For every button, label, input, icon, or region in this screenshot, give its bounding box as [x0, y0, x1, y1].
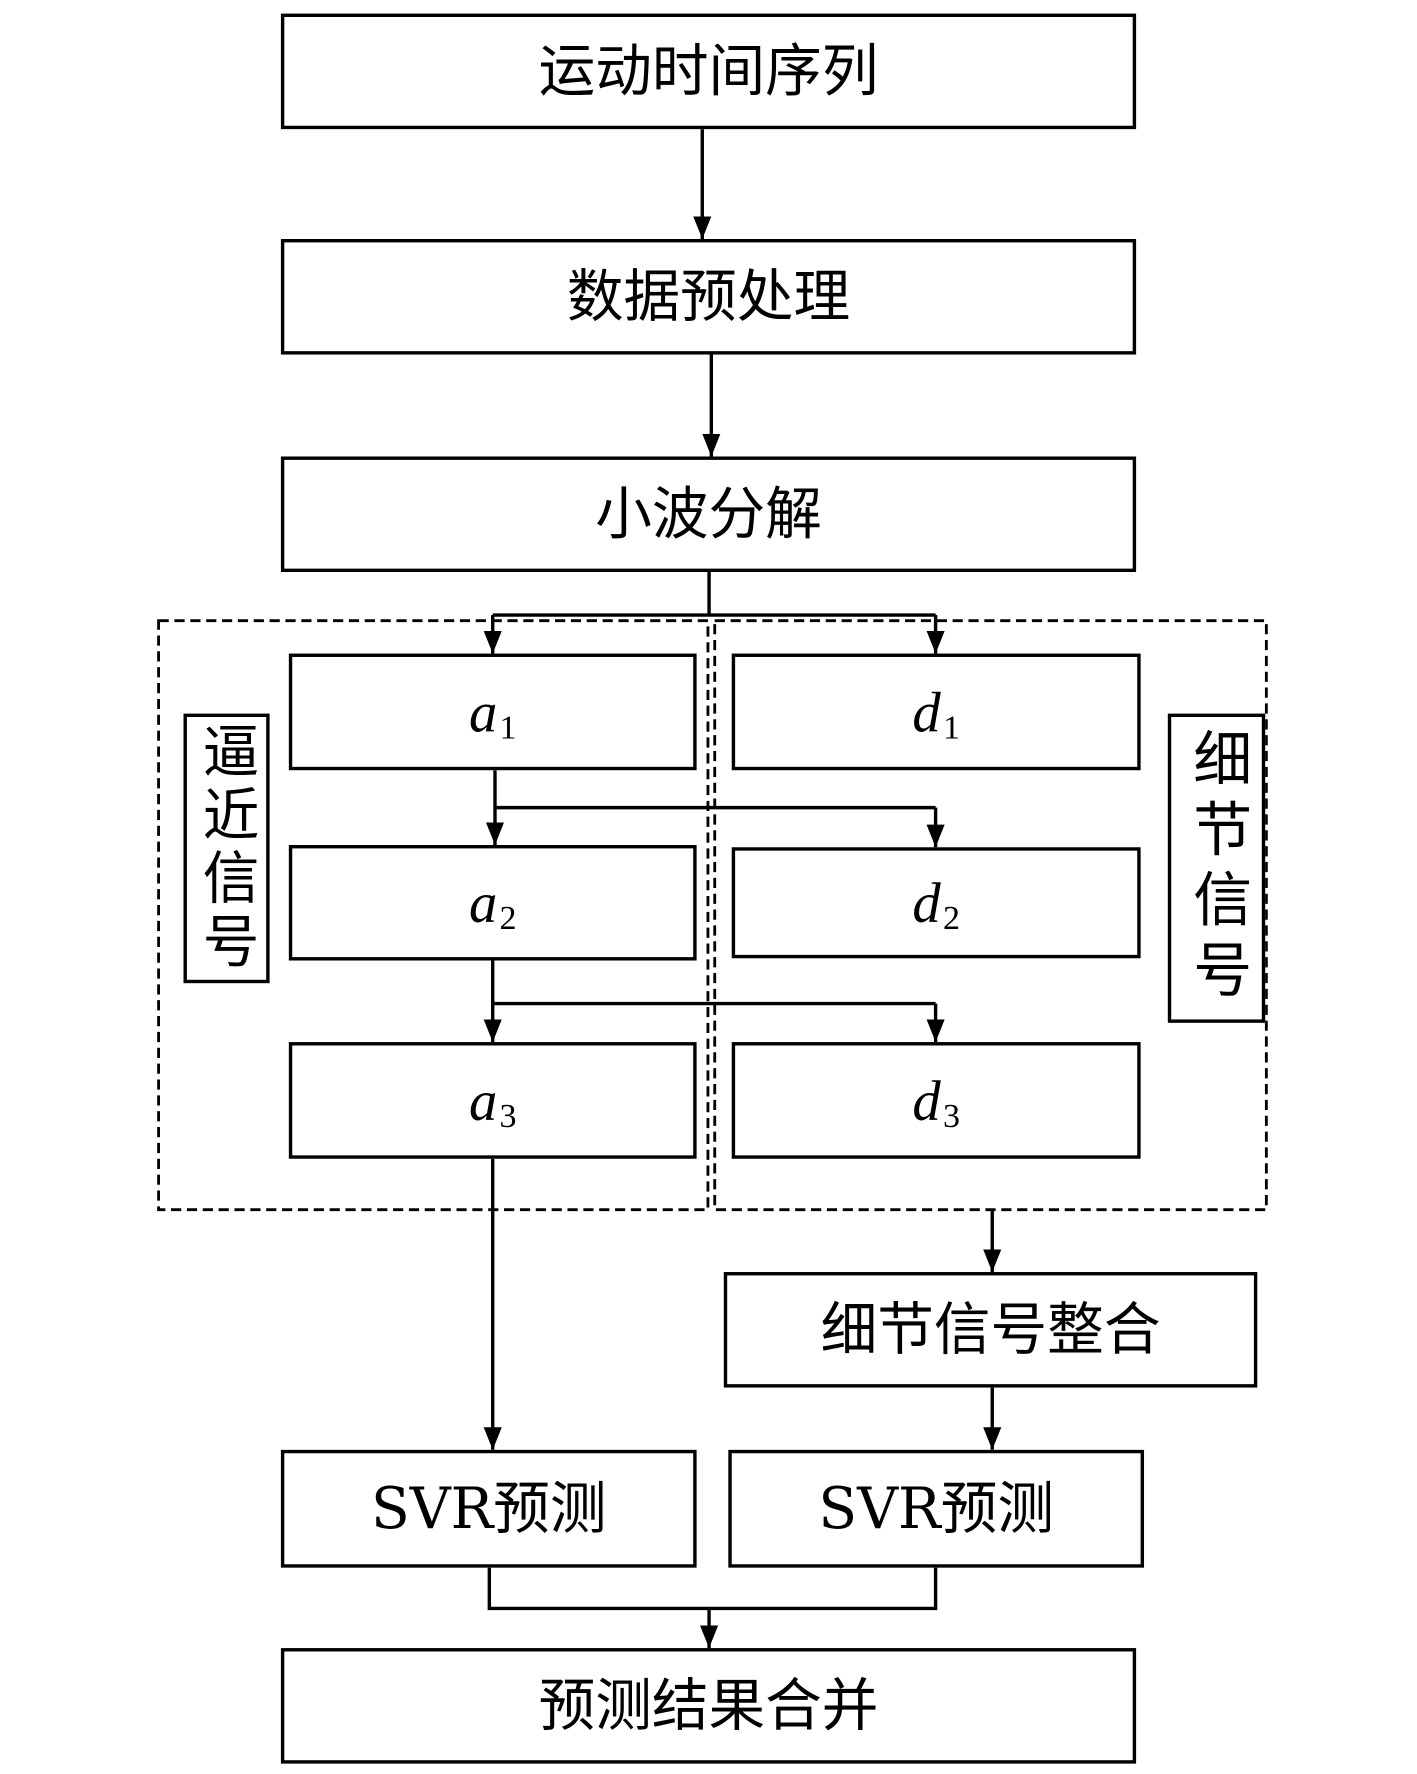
d2-letter: d — [912, 871, 941, 935]
detail-group-frame — [713, 619, 1268, 1212]
result-merge-box: 预测结果合并 — [280, 1648, 1137, 1764]
svr-right-label: SVR预测 — [818, 1475, 1054, 1542]
detail-merge-box: 细节信号整合 — [723, 1272, 1258, 1388]
wavelet-box: 小波分解 — [280, 456, 1137, 573]
a3-letter: a — [468, 1068, 498, 1133]
svr-right-box: SVR预测 — [728, 1449, 1145, 1568]
detail-merge-label: 细节信号整合 — [820, 1296, 1161, 1363]
d3-letter: d — [912, 1068, 941, 1133]
a1-letter: a — [468, 680, 498, 744]
a3-subscript: 3 — [499, 1097, 517, 1135]
result-merge-label: 预测结果合并 — [538, 1672, 879, 1739]
d1-letter: d — [912, 680, 941, 744]
approx-signal-label: 逼近信号 — [193, 721, 260, 976]
d2-subscript: 2 — [942, 899, 960, 937]
preprocess-label: 数据预处理 — [566, 263, 851, 330]
detail-signal-label-box: 细节信号 — [1167, 713, 1266, 1023]
d1-subscript: 1 — [942, 708, 960, 746]
wavelet-label: 小波分解 — [595, 481, 822, 548]
motion-series-label: 运动时间序列 — [538, 38, 879, 105]
a2-subscript: 2 — [499, 899, 517, 937]
motion-series-box: 运动时间序列 — [280, 13, 1137, 130]
svr-join-bracket — [487, 1567, 938, 1611]
svr-left-box: SVR预测 — [280, 1449, 697, 1568]
a2-letter: a — [468, 871, 498, 935]
approx-group-frame — [157, 619, 710, 1212]
approx-signal-label-box: 逼近信号 — [183, 713, 270, 984]
a1-subscript: 1 — [499, 708, 517, 746]
detail-signal-label: 细节信号 — [1182, 727, 1251, 1009]
preprocess-box: 数据预处理 — [280, 238, 1137, 355]
svr-left-label: SVR预测 — [370, 1475, 607, 1542]
d3-subscript: 3 — [942, 1097, 960, 1135]
